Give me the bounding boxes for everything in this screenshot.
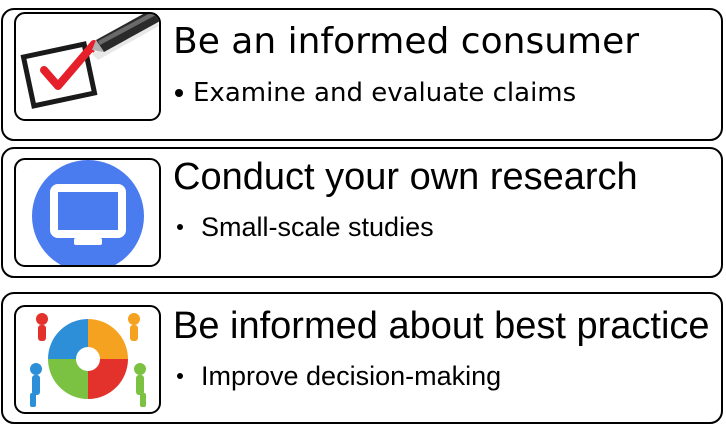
checkbox-pen-icon — [14, 12, 161, 121]
bullet-icon — [177, 224, 183, 230]
bullet-icon — [177, 373, 183, 379]
bullet-item: Small-scale studies — [175, 211, 434, 243]
card-heading: Conduct your own research — [173, 156, 638, 198]
bullet-item: Improve decision-making — [175, 360, 501, 392]
bullet-text: Improve decision-making — [201, 361, 502, 391]
bullet-item: Examine and evaluate claims — [175, 77, 576, 109]
card-informed-consumer: Be an informed consumer Examine and eval… — [1, 8, 723, 141]
monitor-icon — [14, 158, 161, 267]
bullet-icon — [175, 89, 183, 97]
bullet-text: Examine and evaluate claims — [193, 78, 577, 108]
puzzle-team-icon — [14, 305, 161, 414]
card-heading: Be an informed consumer — [173, 21, 640, 62]
card-best-practice: Be informed about best practice Improve … — [1, 292, 723, 424]
bullet-text: Small-scale studies — [201, 212, 434, 242]
card-own-research: Conduct your own research Small-scale st… — [1, 147, 723, 278]
card-heading: Be informed about best practice — [173, 305, 710, 347]
